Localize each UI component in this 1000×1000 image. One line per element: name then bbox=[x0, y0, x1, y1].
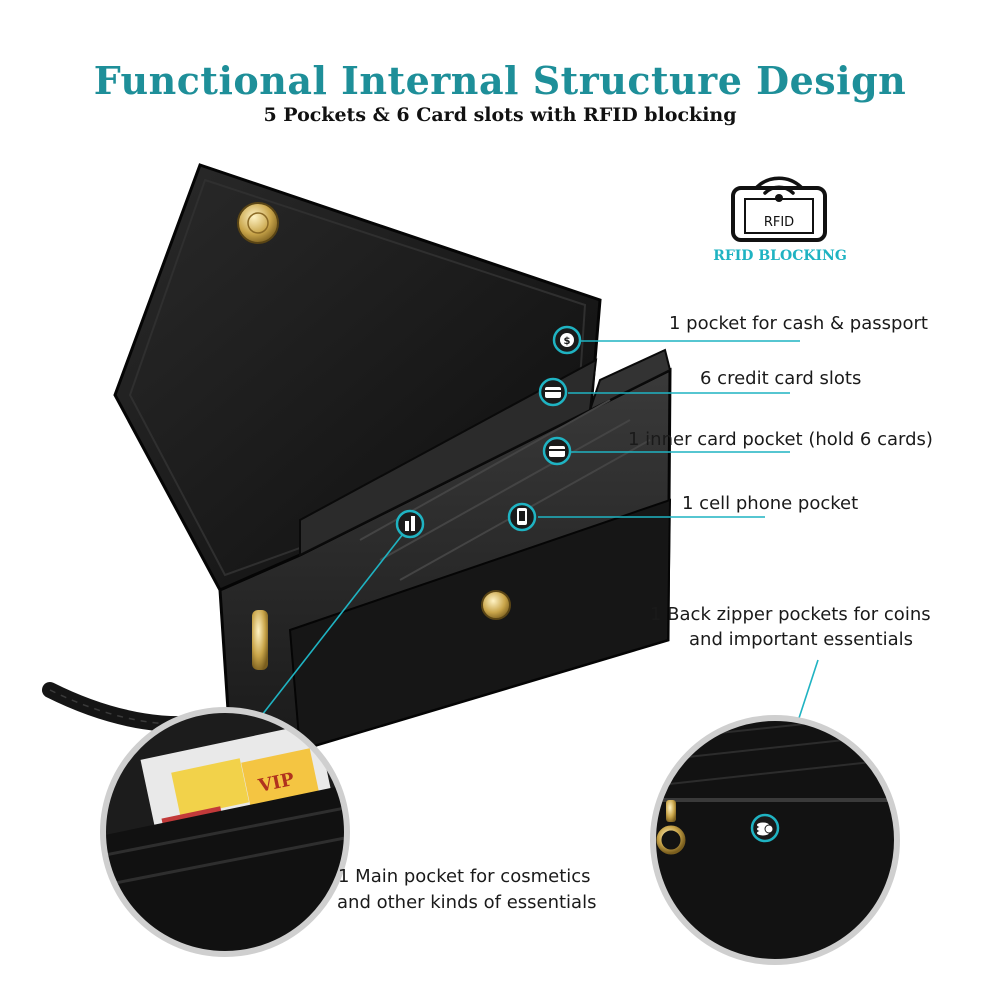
callout-main-pocket-line1: 1 Main pocket for cosmetics bbox=[338, 866, 591, 887]
callout-inner-card-pocket: 1 inner card pocket (hold 6 cards) bbox=[628, 429, 933, 450]
credit-card-icon bbox=[542, 436, 572, 466]
back-zipper-zoom bbox=[650, 715, 900, 965]
page-title: Functional Internal Structure Design bbox=[93, 58, 907, 103]
credit-card-icon bbox=[538, 377, 568, 407]
flap-snap-button bbox=[237, 202, 279, 244]
zipper-pull bbox=[656, 825, 686, 855]
dollar-coin-icon: $ bbox=[552, 325, 582, 355]
callout-main-pocket-line2: and other kinds of essentials bbox=[337, 892, 597, 913]
smartphone-icon bbox=[507, 502, 537, 532]
wifi-signal-icon bbox=[755, 176, 803, 195]
main-pocket-zoom: VIP bbox=[100, 707, 350, 957]
lipstick-icon bbox=[395, 509, 425, 539]
coin-stack-icon bbox=[750, 813, 780, 843]
rfid-badge-icon: RFID bbox=[731, 176, 827, 242]
callout-phone-pocket: 1 cell phone pocket bbox=[682, 493, 859, 514]
rfid-icon-label: RFID bbox=[764, 215, 794, 230]
svg-text:$: $ bbox=[564, 336, 571, 347]
callout-lines bbox=[261, 340, 819, 823]
rfid-caption: RFID BLOCKING bbox=[713, 248, 847, 264]
callout-credit-slots: 6 credit card slots bbox=[700, 368, 862, 389]
strap-hook bbox=[252, 610, 268, 670]
callout-back-zipper-line2: and important essentials bbox=[689, 629, 914, 650]
callout-back-zipper-line1: 1 Back zipper pockets for coins bbox=[650, 604, 931, 625]
front-pocket bbox=[288, 498, 672, 752]
front-snap-button bbox=[481, 590, 511, 620]
page-subtitle: 5 Pockets & 6 Card slots with RFID block… bbox=[263, 104, 737, 126]
callout-cash-pocket: 1 pocket for cash & passport bbox=[669, 313, 928, 334]
